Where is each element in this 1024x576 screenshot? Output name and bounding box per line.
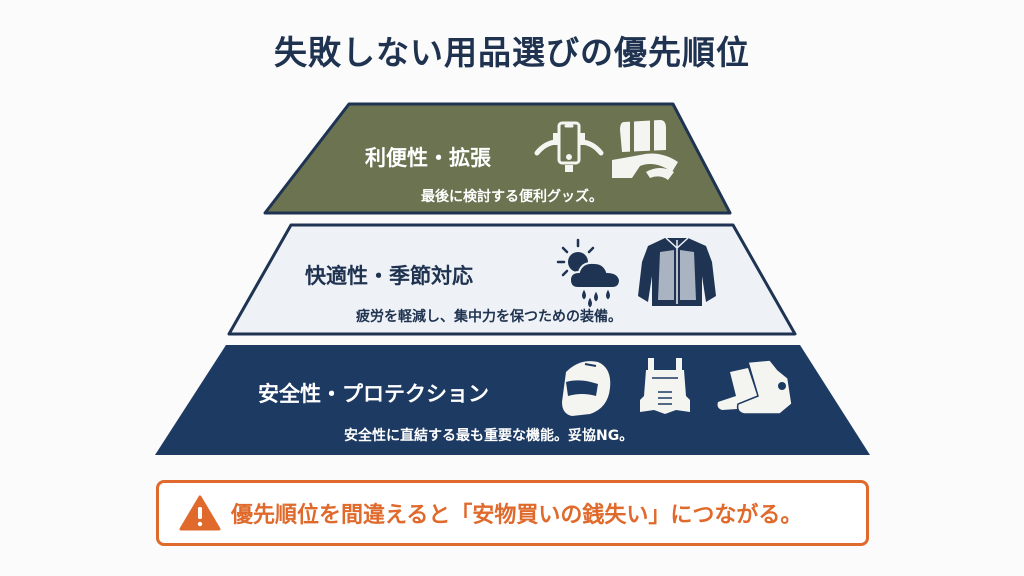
riding-jacket-icon bbox=[638, 237, 716, 306]
tier-comfort-description: 疲労を軽減し、集中力を保つための装備。 bbox=[356, 309, 622, 325]
warning-callout: 優先順位を間違えると「安物買いの銭失い」につながる。 bbox=[156, 480, 869, 546]
phone-mount-icon bbox=[534, 121, 604, 172]
warning-text: 優先順位を間違えると「安物買いの銭失い」につながる。 bbox=[231, 503, 803, 528]
page-title: 失敗しない用品選びの優先順位 bbox=[274, 33, 750, 72]
tier-safety-description: 安全性に直結する最も重要な機能。妥協NG。 bbox=[344, 428, 634, 444]
tier-comfort-title: 快適性・季節対応 bbox=[305, 264, 473, 288]
tier-safety bbox=[155, 345, 870, 455]
weather-sun-rain-icon bbox=[556, 238, 622, 308]
tier-convenience-description: 最後に検討する便利グッズ。 bbox=[421, 189, 603, 205]
chest-protector-icon bbox=[640, 358, 690, 414]
tier-safety-title: 安全性・プロテクション bbox=[258, 382, 489, 406]
riding-boots-icon bbox=[717, 359, 793, 415]
luggage-bag-icon bbox=[612, 118, 678, 180]
warning-triangle-icon bbox=[179, 495, 221, 531]
tier-convenience-title: 利便性・拡張 bbox=[365, 146, 491, 170]
helmet-icon bbox=[562, 361, 611, 416]
tier-convenience bbox=[263, 102, 732, 215]
